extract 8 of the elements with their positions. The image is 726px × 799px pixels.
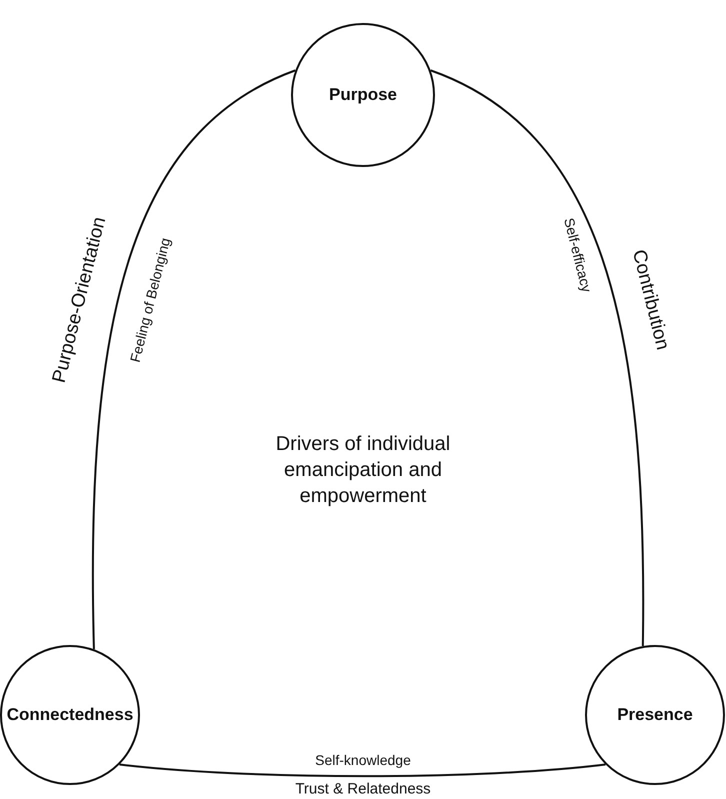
node-title: Purpose bbox=[328, 85, 398, 105]
connector-line bbox=[430, 69, 644, 646]
arc-label: Self-knowledge bbox=[315, 752, 411, 768]
node-title: Connectedness bbox=[6, 705, 134, 725]
center-text: Drivers of individual emancipation and empowerment bbox=[274, 432, 452, 509]
connector-line bbox=[119, 764, 606, 778]
node-title: Presence bbox=[617, 705, 693, 725]
connector-line bbox=[92, 69, 296, 650]
